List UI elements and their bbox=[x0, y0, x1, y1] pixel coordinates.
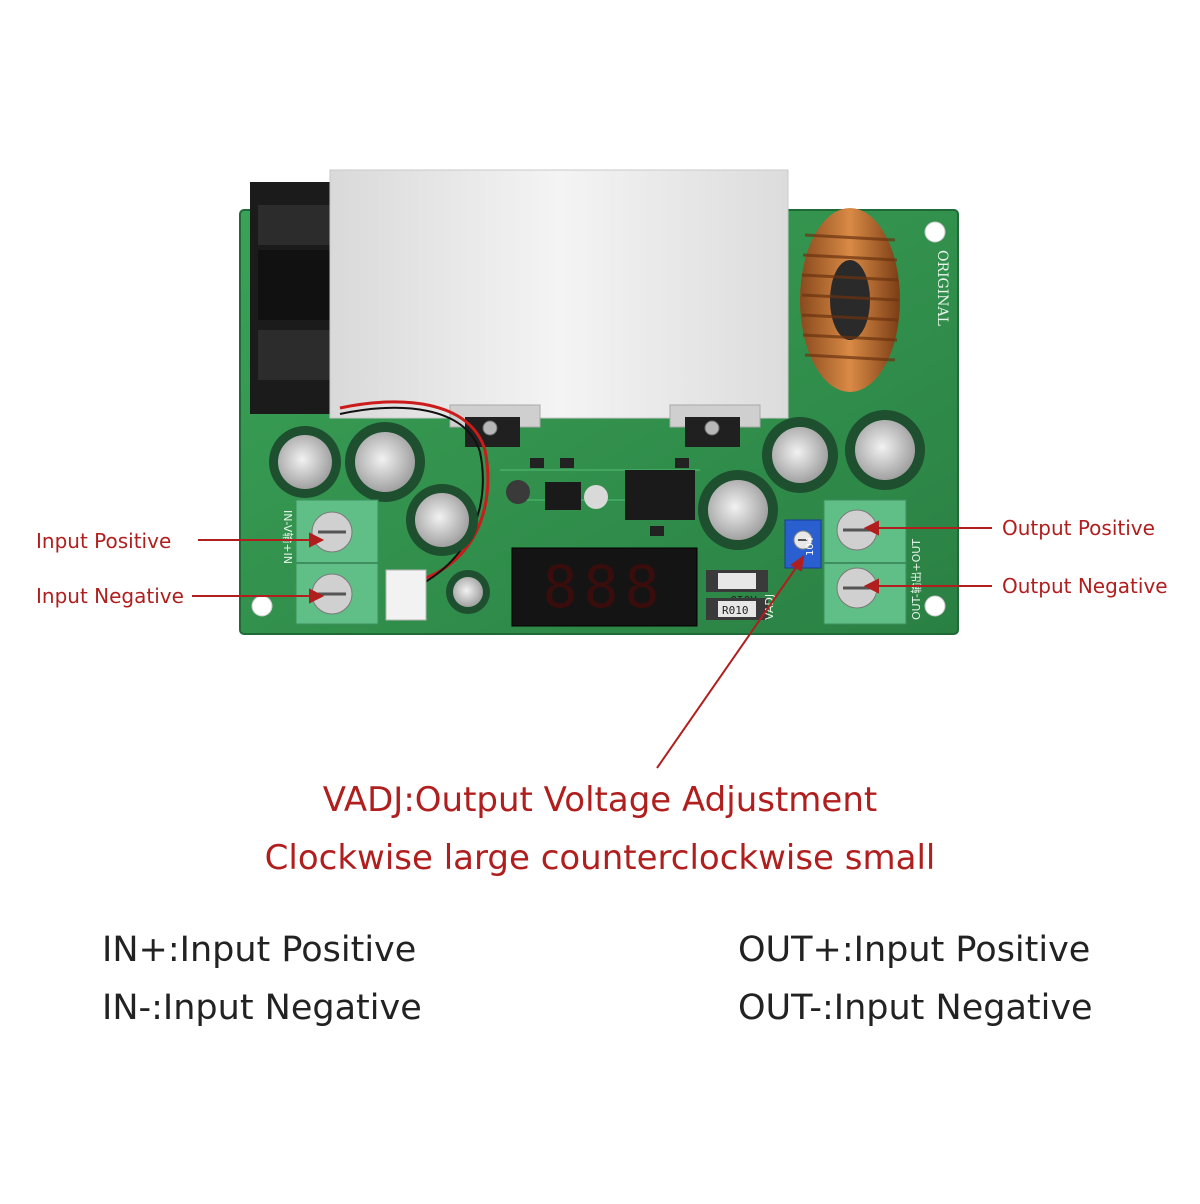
input-silk-mark: IN-V输+IN bbox=[281, 510, 295, 564]
fan-wire bbox=[339, 400, 490, 582]
output-silk-mark: OUT-输出+OUT bbox=[909, 539, 923, 620]
caption-direction: Clockwise large counterclockwise small bbox=[264, 838, 936, 878]
callout-output-negative: Output Negative bbox=[1002, 574, 1168, 598]
output-terminal-block bbox=[823, 499, 907, 625]
callout-arrows bbox=[192, 520, 992, 769]
silkscreen-brand: ORIGINAL bbox=[934, 250, 950, 326]
capacitors bbox=[269, 410, 925, 614]
control-ic bbox=[530, 458, 695, 536]
legend-in-negative: IN-:Input Negative bbox=[102, 988, 422, 1028]
fan-connector bbox=[385, 569, 427, 621]
callout-input-positive: Input Positive bbox=[36, 529, 172, 553]
inductor-coil bbox=[800, 208, 900, 392]
display-digits: 888 bbox=[543, 553, 666, 621]
legend-in-positive: IN+:Input Positive bbox=[102, 930, 417, 970]
heatsink bbox=[329, 169, 789, 447]
input-terminal-block bbox=[295, 499, 379, 625]
callout-output-positive: Output Positive bbox=[1002, 516, 1155, 540]
led-display: 888 bbox=[511, 547, 698, 627]
pot-code: 104 bbox=[805, 537, 816, 556]
legend-out-positive: OUT+:Input Positive bbox=[738, 930, 1091, 970]
legend-out-negative: OUT-:Input Negative bbox=[738, 988, 1093, 1028]
cooling-fan bbox=[250, 182, 340, 414]
caption-vadj: VADJ:Output Voltage Adjustment bbox=[322, 780, 878, 820]
resistor-2-label: R010 bbox=[722, 604, 749, 617]
shunt-resistors: R010 R010 bbox=[706, 570, 768, 620]
callout-input-negative: Input Negative bbox=[36, 584, 184, 608]
